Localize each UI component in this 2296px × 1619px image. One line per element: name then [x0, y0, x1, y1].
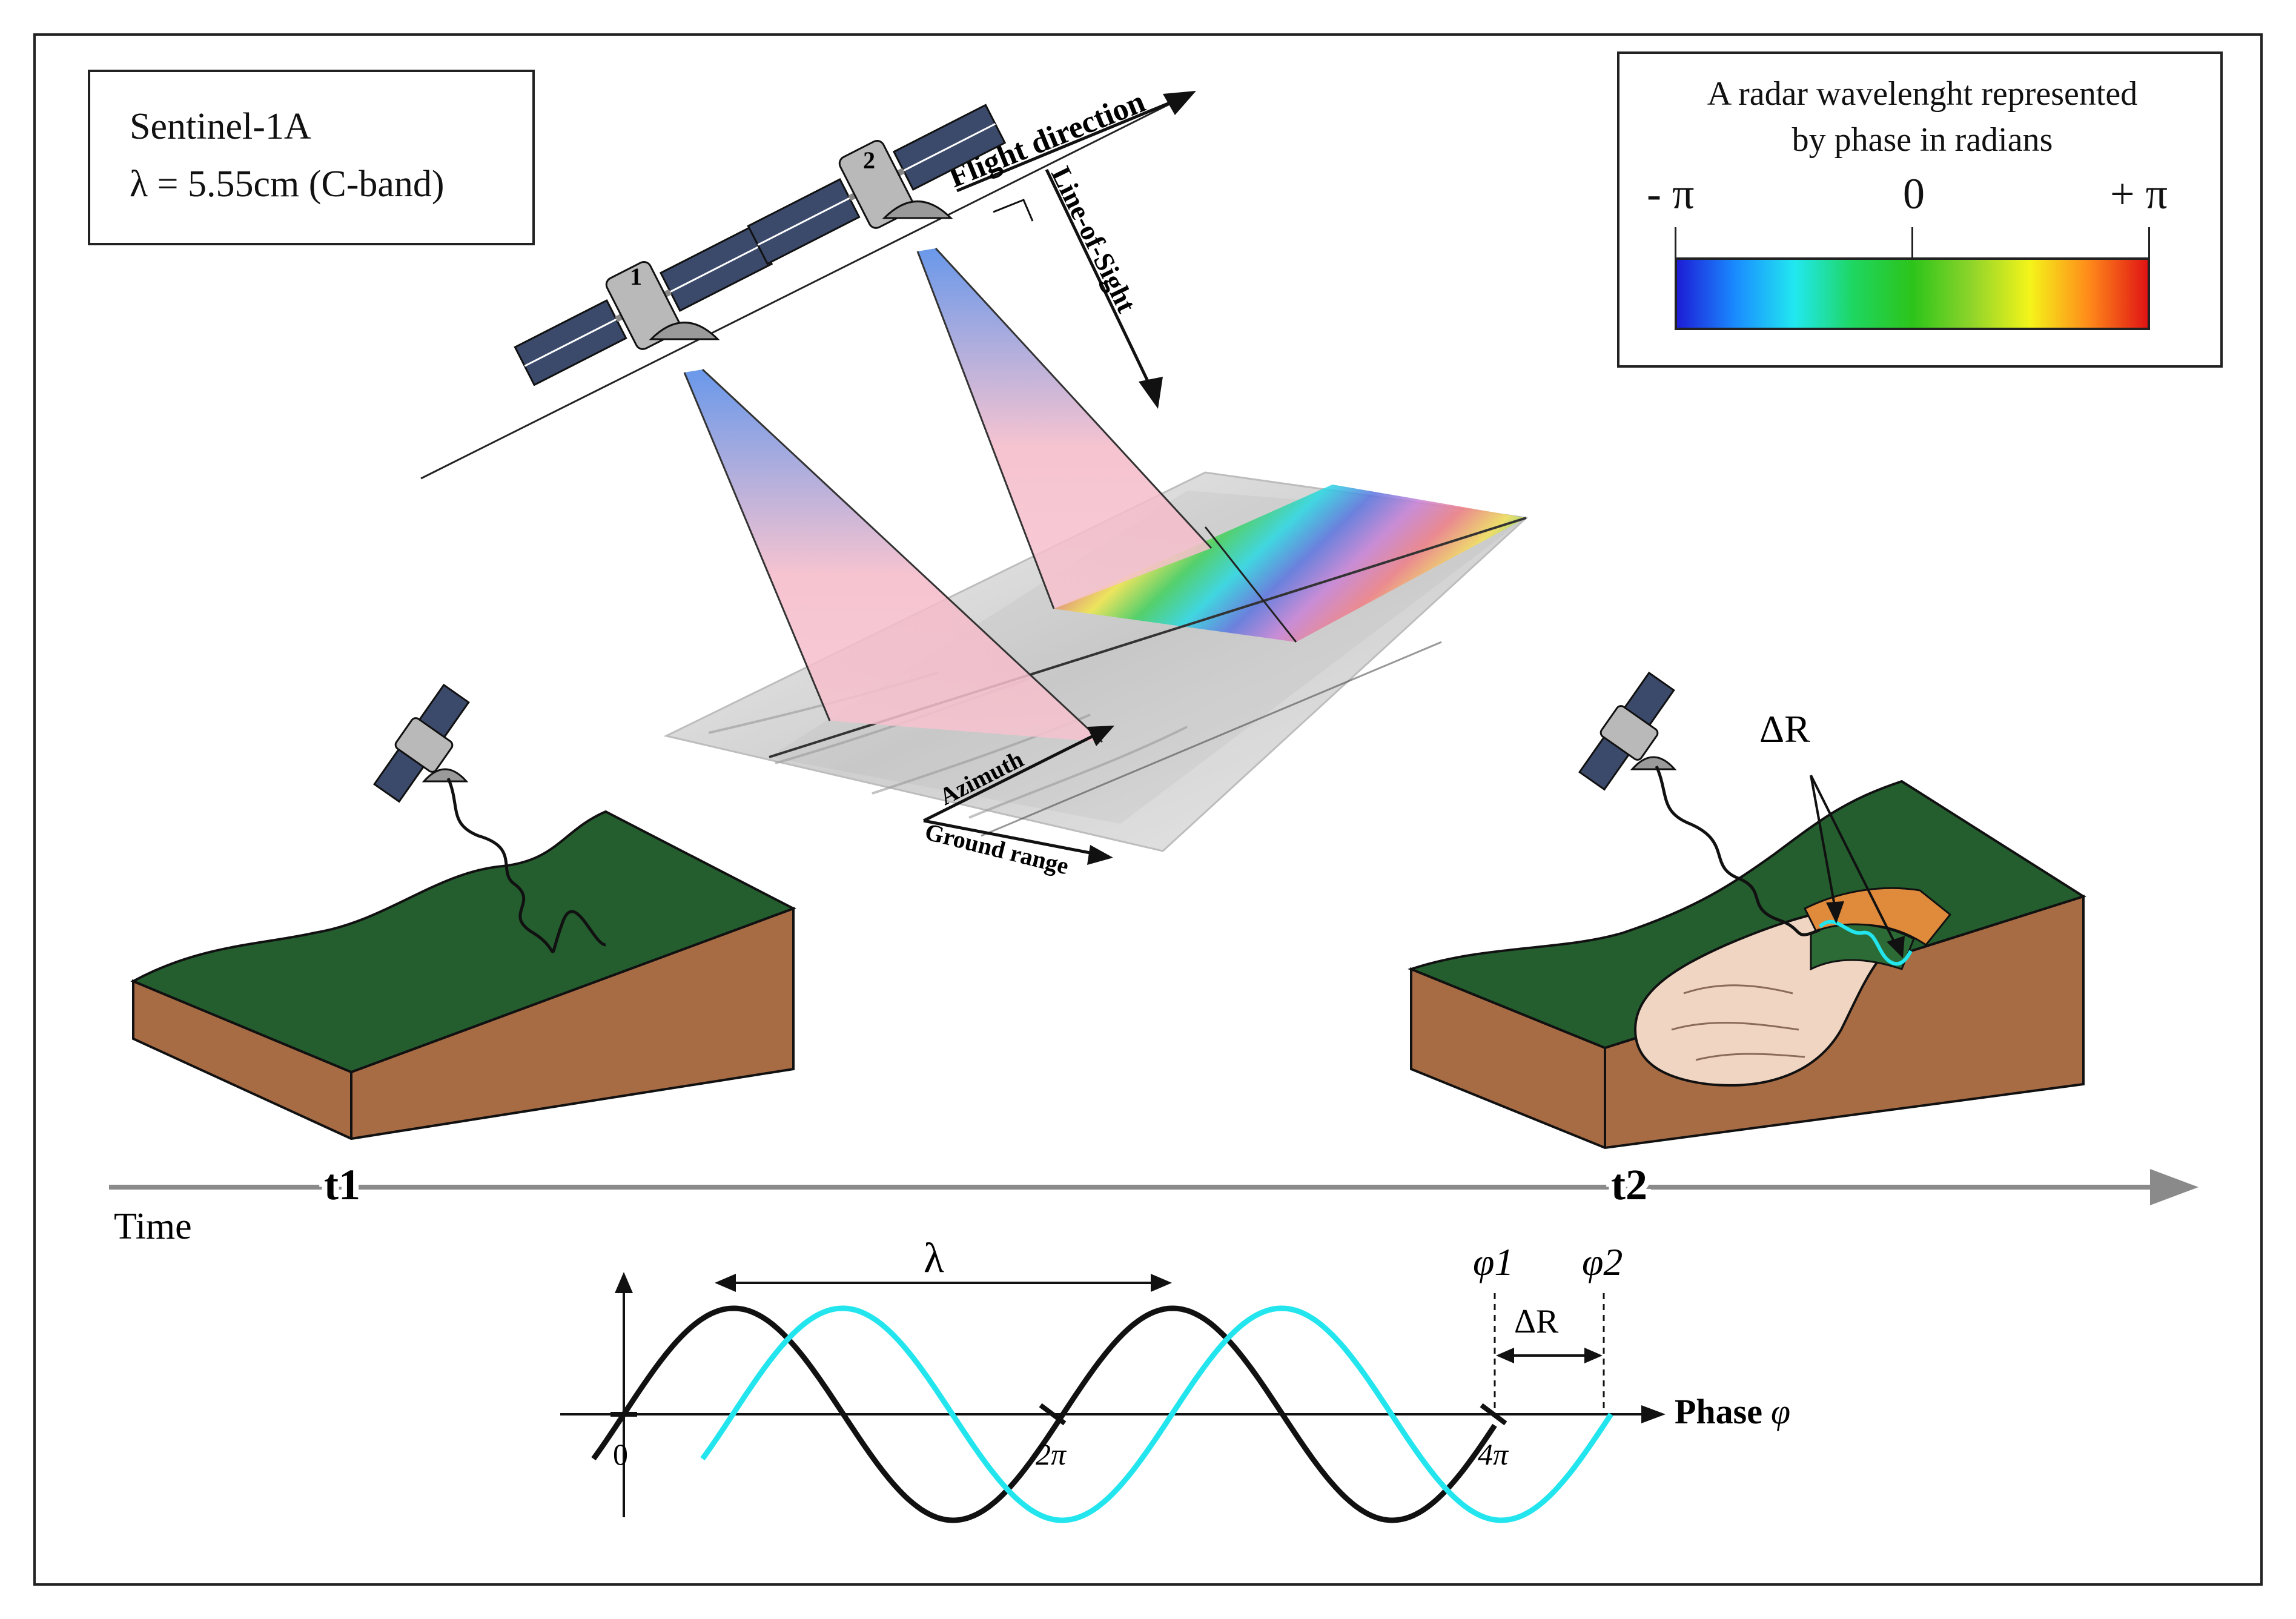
satellite-t2 — [1578, 671, 1677, 791]
phase-colorbar — [1675, 257, 2150, 330]
legend-title-line2: by phase in radians — [1791, 121, 2053, 159]
legend-title: A radar wavelenght represented by phase … — [1638, 71, 2207, 163]
deformation-wave-cyan — [1818, 919, 1913, 966]
wave-t2 — [700, 1305, 1613, 1523]
phase-axis-symbol: φ — [1771, 1392, 1790, 1431]
orbit-line — [420, 96, 1185, 480]
legend-title-line1: A radar wavelenght represented — [1707, 75, 2138, 113]
tick-4pi-label: 4π — [1478, 1437, 1509, 1471]
time-axis — [109, 1169, 2198, 1205]
wave-t1 — [591, 1305, 1497, 1523]
satellite-1-number: 1 — [630, 263, 642, 290]
legend-tick-max: + π — [2110, 170, 2168, 218]
t2-label: t2 — [1611, 1160, 1647, 1209]
tick-2pi-mark — [1039, 1403, 1067, 1426]
legend-tick-mark-mid — [1911, 227, 1913, 257]
wavelength-text: λ = 5.55cm (C-band) — [130, 164, 445, 205]
tick-2pi-label: 2π — [1036, 1437, 1067, 1471]
radar-signal-t1 — [446, 777, 606, 953]
delta-r-label-top: ΔR — [1759, 707, 1810, 750]
lambda-label: λ — [924, 1235, 944, 1282]
satellite-2: 2 — [747, 104, 1007, 265]
phi1-label: φ1 — [1473, 1240, 1514, 1283]
t1-label: t1 — [324, 1160, 360, 1209]
delta-r-pointer-arrows — [1810, 775, 1905, 958]
terrain-block-t1 — [130, 810, 796, 1141]
tick-0-label: 0 — [613, 1437, 628, 1471]
flight-direction-arrow — [956, 91, 1196, 193]
legend-tick-min: - π — [1647, 170, 1695, 218]
tick-4pi-mark — [1480, 1403, 1507, 1426]
phase-axis-word: Phase — [1675, 1392, 1762, 1431]
radar-beam-2 — [918, 248, 1211, 609]
phase-legend-box: A radar wavelenght represented by phase … — [1617, 51, 2223, 368]
satellite-t1 — [372, 683, 470, 803]
satellite-name: Sentinel-1A — [130, 106, 311, 147]
satellite-2-number: 2 — [863, 147, 875, 174]
delta-r-label: ΔR — [1514, 1303, 1559, 1340]
phi2-label: φ2 — [1582, 1240, 1623, 1283]
azimuth-arrow — [922, 726, 1114, 823]
line-of-sight-arrow — [993, 168, 1163, 409]
ground-range-label: Ground range — [922, 818, 1071, 879]
legend-tick-mark-min — [1675, 227, 1676, 257]
legend-tick-mid: 0 — [1903, 170, 1925, 218]
radar-signal-t2 — [1655, 765, 1821, 936]
satellite-1: 1 — [514, 225, 773, 386]
time-label: Time — [114, 1206, 192, 1247]
radar-beam-1 — [684, 369, 1102, 742]
ground-range-arrow — [923, 819, 1113, 865]
line-of-sight-label: Line-of-Sight — [1045, 162, 1142, 317]
figure-frame — [33, 33, 2263, 1586]
legend-tick-mark-max — [2148, 227, 2150, 257]
sensor-info-box: Sentinel-1A λ = 5.55cm (C-band) — [88, 70, 535, 245]
